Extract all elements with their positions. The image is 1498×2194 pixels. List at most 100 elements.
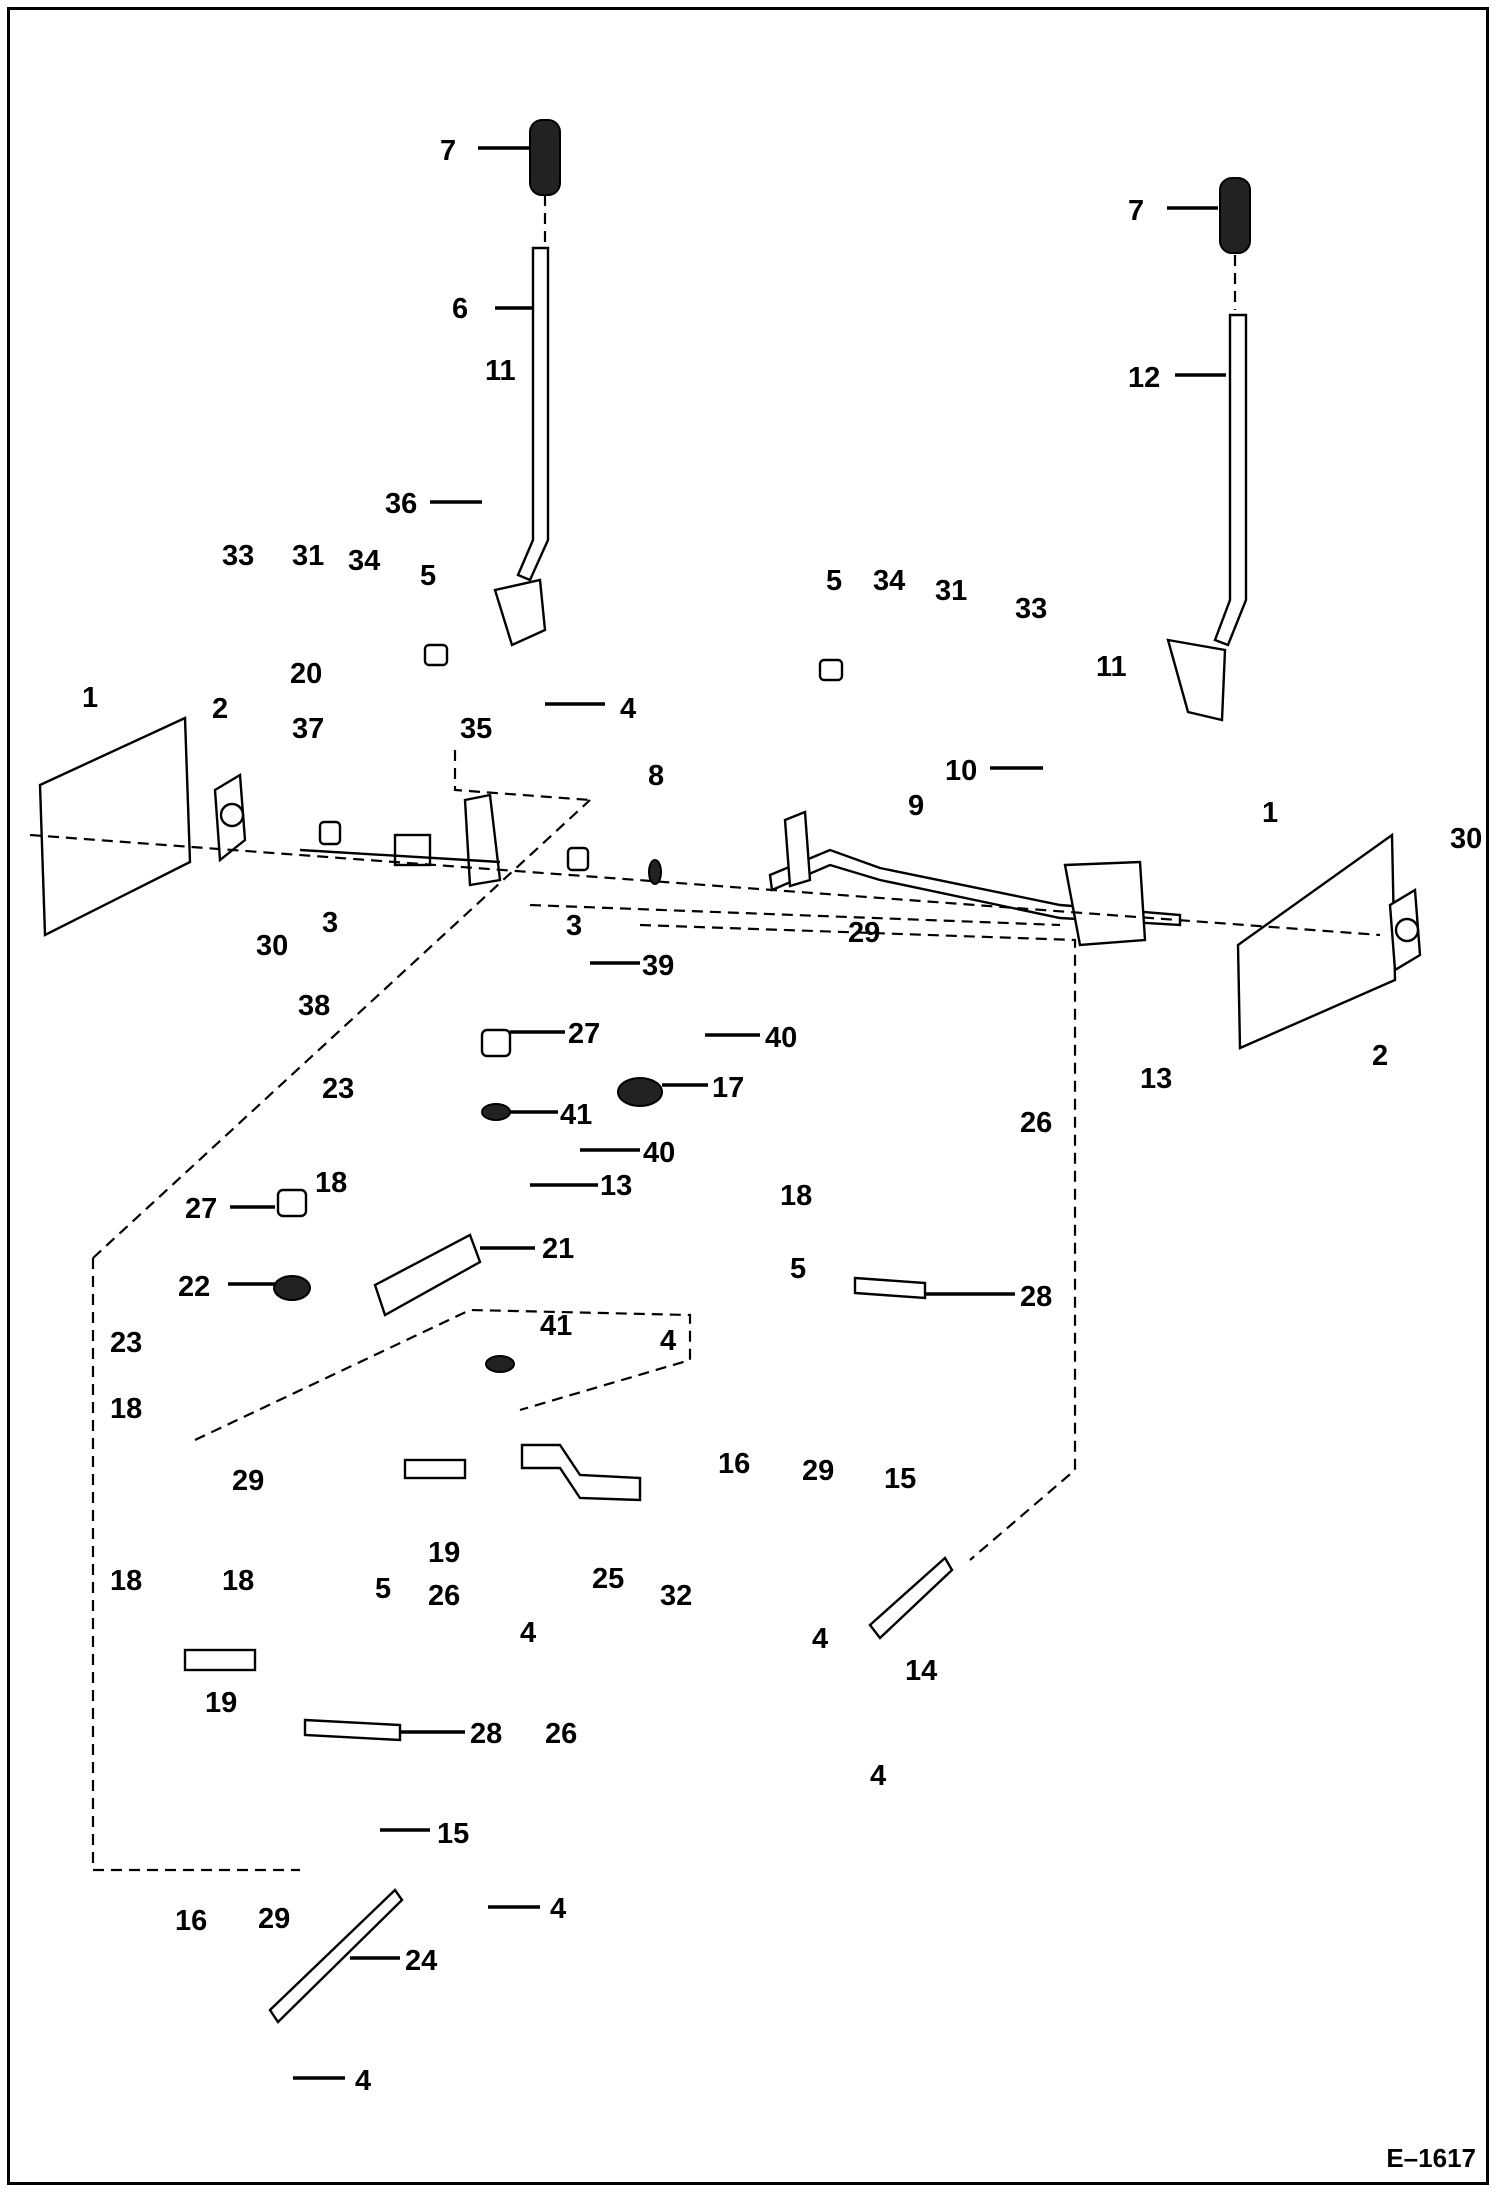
right-lever-rod bbox=[1213, 313, 1248, 647]
callout-5-upper-left: 5 bbox=[420, 560, 436, 592]
callout-1-left: 1 bbox=[82, 682, 98, 714]
right-bearing-hub bbox=[1394, 917, 1420, 943]
link-24 bbox=[268, 1888, 404, 2024]
callout-34-left: 34 bbox=[348, 545, 380, 577]
callout-11-right: 11 bbox=[1096, 651, 1127, 683]
callout-23-upper: 23 bbox=[322, 1073, 354, 1105]
callout-33-right: 33 bbox=[1015, 593, 1047, 625]
callout-17: 17 bbox=[712, 1072, 744, 1104]
callout-27-upper: 27 bbox=[568, 1018, 600, 1050]
callout-7-right: 7 bbox=[1128, 195, 1144, 227]
left-crank-block bbox=[393, 833, 432, 867]
callout-21: 21 bbox=[542, 1233, 574, 1265]
callout-18-lower-mid: 18 bbox=[222, 1565, 254, 1597]
callout-39: 39 bbox=[642, 950, 674, 982]
plate-25 bbox=[520, 1443, 642, 1502]
block-19-lower bbox=[183, 1648, 257, 1672]
callout-19-upper: 19 bbox=[428, 1537, 460, 1569]
callout-18-upper-right: 18 bbox=[780, 1180, 812, 1212]
bracket-28-left bbox=[303, 1718, 402, 1742]
callout-1-right: 1 bbox=[1262, 797, 1278, 829]
left-lever-grip bbox=[529, 119, 561, 196]
callout-13-lower: 13 bbox=[600, 1170, 632, 1202]
block-27-lower bbox=[276, 1188, 308, 1218]
crossshaft-left-arm bbox=[783, 810, 812, 888]
bushing-5-right bbox=[818, 658, 844, 682]
callout-18-upper-left: 18 bbox=[315, 1167, 347, 1199]
callout-30-right: 30 bbox=[1450, 823, 1482, 855]
plate-21 bbox=[373, 1233, 482, 1317]
lower-dashline-box bbox=[194, 1308, 692, 1441]
callout-26-lower: 26 bbox=[545, 1718, 577, 1750]
callout-4-mid-left: 4 bbox=[520, 1617, 536, 1649]
left-side-plate bbox=[38, 716, 192, 937]
callout-leaders bbox=[228, 146, 1226, 2080]
callout-26-upper: 26 bbox=[1020, 1107, 1052, 1139]
assembly-dashline-left bbox=[91, 799, 591, 1872]
diagram-frame bbox=[7, 7, 1489, 2185]
callout-31-left: 31 bbox=[292, 540, 324, 572]
callout-34-right: 34 bbox=[873, 565, 905, 597]
callout-25: 25 bbox=[592, 1563, 624, 1595]
callout-4-lower-right: 4 bbox=[870, 1760, 886, 1792]
callout-10: 10 bbox=[945, 755, 977, 787]
callout-12: 12 bbox=[1128, 362, 1160, 394]
callout-20: 20 bbox=[290, 658, 322, 690]
washer-8 bbox=[648, 859, 662, 885]
bushing-3-right bbox=[566, 846, 590, 872]
upper-dashline-left bbox=[453, 750, 591, 802]
callout-19-lower: 19 bbox=[205, 1687, 237, 1719]
callout-23-lower: 23 bbox=[110, 1327, 142, 1359]
callout-8: 8 bbox=[648, 760, 664, 792]
callout-30-left: 30 bbox=[256, 930, 288, 962]
callout-29-mid-right: 29 bbox=[802, 1455, 834, 1487]
callout-5-lower: 5 bbox=[375, 1573, 391, 1605]
block-27-upper bbox=[480, 1028, 512, 1058]
drawing-number: E–1617 bbox=[1386, 2143, 1476, 2173]
callout-3-right: 3 bbox=[566, 910, 582, 942]
callout-labels: 7 7 6 12 11 11 36 33 31 34 5 5 34 31 33 … bbox=[82, 135, 1482, 2097]
callout-4-lower: 4 bbox=[550, 1893, 566, 1925]
callout-40-lower: 40 bbox=[643, 1137, 675, 1169]
bracket-28-right bbox=[853, 1276, 927, 1300]
washer-41-upper bbox=[481, 1103, 511, 1121]
callout-18-mid-left: 18 bbox=[110, 1393, 142, 1425]
assembly-dashline-right bbox=[639, 923, 1077, 1561]
callout-4-bottom: 4 bbox=[355, 2065, 371, 2097]
left-shaft bbox=[299, 848, 501, 864]
callout-41-upper: 41 bbox=[560, 1099, 592, 1131]
right-lever-bracket bbox=[1166, 638, 1227, 722]
callout-7-left: 7 bbox=[440, 135, 456, 167]
callout-29-upper: 29 bbox=[848, 917, 880, 949]
washer-41-lower bbox=[485, 1355, 515, 1373]
left-lever-rod bbox=[516, 246, 550, 582]
callout-36: 36 bbox=[385, 488, 417, 520]
callout-40-upper: 40 bbox=[765, 1022, 797, 1054]
callout-4-mid-right: 4 bbox=[812, 1623, 828, 1655]
callout-27-lower: 27 bbox=[185, 1193, 217, 1225]
callout-5-upper-right: 5 bbox=[826, 565, 842, 597]
right-side-plate bbox=[1236, 832, 1397, 1050]
callout-11-left: 11 bbox=[485, 355, 516, 387]
bushing-5-left bbox=[423, 643, 449, 667]
link-14 bbox=[868, 1556, 954, 1640]
callout-29-mid-left: 29 bbox=[232, 1465, 264, 1497]
spring-22 bbox=[273, 1275, 311, 1301]
left-lever-bracket bbox=[493, 578, 547, 647]
callout-29-lower: 29 bbox=[258, 1903, 290, 1935]
callout-24: 24 bbox=[405, 1945, 437, 1977]
callout-4-top: 4 bbox=[620, 693, 636, 725]
spring-17 bbox=[617, 1077, 663, 1107]
right-lever-grip bbox=[1219, 177, 1251, 254]
crossshaft-dashline bbox=[29, 833, 1381, 937]
callout-15-upper: 15 bbox=[884, 1463, 916, 1495]
part-drawings bbox=[29, 119, 1422, 2024]
block-19-upper bbox=[403, 1458, 467, 1480]
callout-18-lower-left: 18 bbox=[110, 1565, 142, 1597]
callout-22: 22 bbox=[178, 1271, 210, 1303]
callout-33-left: 33 bbox=[222, 540, 254, 572]
callout-13-right: 13 bbox=[1140, 1063, 1172, 1095]
callout-38: 38 bbox=[298, 990, 330, 1022]
callout-37: 37 bbox=[292, 713, 324, 745]
